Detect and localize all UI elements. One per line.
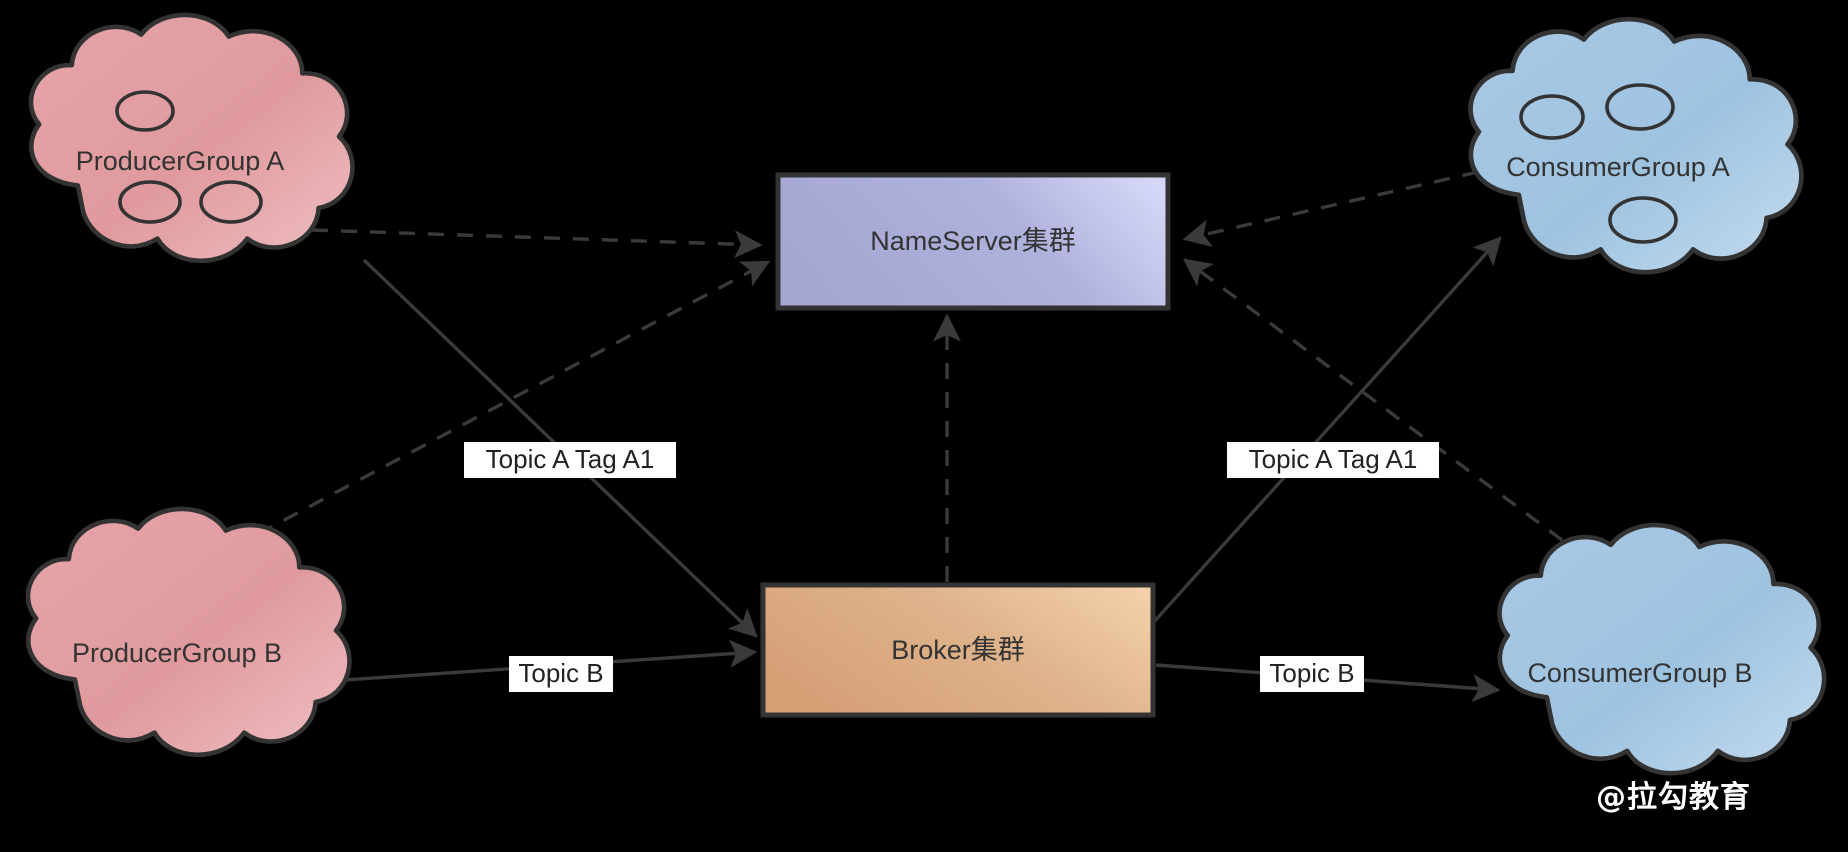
- node-consumer-group-a[interactable]: ConsumerGroup A: [1468, 16, 1804, 275]
- node-producer-group-b[interactable]: ProducerGroup B: [25, 506, 352, 758]
- edge-label-text: Topic A Tag A1: [486, 444, 655, 474]
- edge-broker-to-consumer-a: [1141, 236, 1502, 636]
- node-broker-cluster[interactable]: Broker集群: [760, 582, 1156, 718]
- watermark: @拉勾教育: [1596, 780, 1751, 815]
- consumer-group-a-label: ConsumerGroup A: [1506, 152, 1730, 182]
- producer-a-node-icon-2: [118, 180, 182, 224]
- edge-consumer-b-to-nameserver: [1182, 258, 1634, 594]
- nameserver-label: NameServer集群: [870, 226, 1076, 256]
- edge-label-topic-b-left: Topic B: [509, 656, 613, 692]
- producer-group-a-label: ProducerGroup A: [76, 146, 285, 176]
- producer-a-node-icon-3: [199, 180, 263, 224]
- broker-label: Broker集群: [891, 635, 1025, 665]
- node-producer-group-a[interactable]: ProducerGroup A: [28, 12, 355, 264]
- node-nameserver-cluster[interactable]: NameServer集群: [775, 172, 1171, 311]
- cloud-shape-producer-a: [28, 12, 355, 264]
- edge-label-topic-a-right: Topic A Tag A1: [1227, 442, 1439, 478]
- consumer-a-node-icon-1: [1519, 94, 1585, 140]
- edge-label-topic-a-left: Topic A Tag A1: [464, 442, 676, 478]
- edge-producer-b-to-nameserver: [257, 260, 771, 536]
- producer-a-node-icon-1: [115, 90, 175, 132]
- edge-label-text: Topic B: [518, 658, 603, 688]
- edge-label-layer: Topic A Tag A1 Topic A Tag A1 Topic B To…: [464, 442, 1439, 692]
- edge-label-topic-b-right: Topic B: [1260, 656, 1364, 692]
- cloud-shape-consumer-b: [1497, 522, 1827, 776]
- cloud-shape-producer-b: [25, 506, 352, 758]
- edge-consumer-a-to-nameserver: [1182, 170, 1479, 247]
- consumer-a-node-icon-2: [1605, 83, 1675, 131]
- consumer-a-node-icon-3: [1608, 196, 1678, 244]
- node-consumer-group-b[interactable]: ConsumerGroup B: [1497, 522, 1827, 776]
- edge-label-text: Topic A Tag A1: [1249, 444, 1418, 474]
- cloud-shape-consumer-a: [1468, 16, 1804, 275]
- consumer-group-b-label: ConsumerGroup B: [1527, 658, 1752, 688]
- producer-group-b-label: ProducerGroup B: [72, 638, 282, 668]
- nameserver-box: [775, 172, 1171, 311]
- edge-producer-a-to-nameserver: [311, 228, 763, 259]
- edge-label-text: Topic B: [1269, 658, 1354, 688]
- broker-box: [760, 582, 1156, 718]
